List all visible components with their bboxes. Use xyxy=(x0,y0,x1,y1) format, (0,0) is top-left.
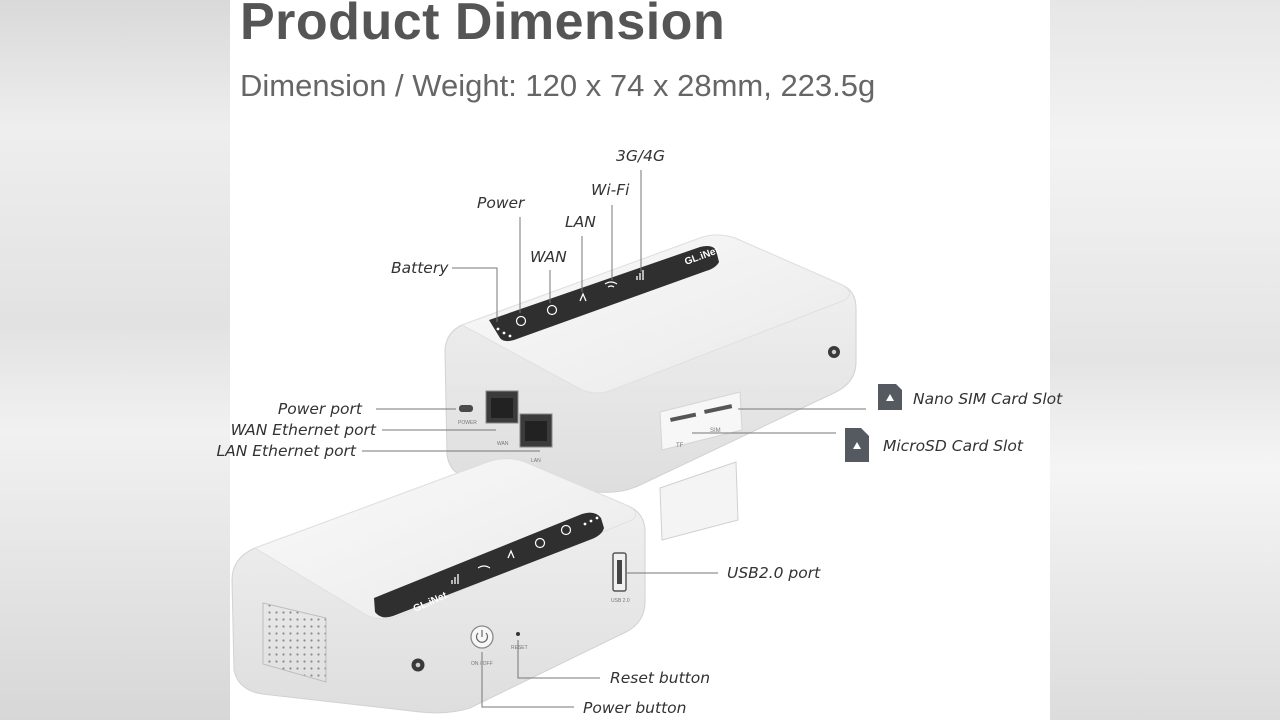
lan-led-icon xyxy=(579,292,587,302)
right-blur-margin xyxy=(1050,0,1280,720)
label-wan: WAN xyxy=(530,248,567,266)
sim-slot-marking: SIM xyxy=(710,428,721,434)
battery-led-dot xyxy=(583,522,587,526)
leader-reset xyxy=(517,640,600,679)
wan-led-icon xyxy=(534,537,546,549)
label-usb-port: USB2.0 port xyxy=(727,564,821,582)
vent-grille xyxy=(262,602,327,683)
leader-battery xyxy=(452,267,498,322)
usb-port-marking: USB 2.0 xyxy=(611,598,630,604)
router-top-face xyxy=(460,234,850,394)
wifi-led-icon xyxy=(604,281,618,288)
reset-button-icon xyxy=(516,632,520,636)
power-symbol xyxy=(475,630,489,643)
power-led-icon xyxy=(560,524,572,536)
router-bottom-face xyxy=(253,458,637,620)
label-power-port: Power port xyxy=(278,400,363,418)
nano-sim-card-icon xyxy=(878,384,902,410)
led-panel xyxy=(374,512,604,618)
label-nano-sim-card-slot: Nano SIM Card Slot xyxy=(913,390,1063,408)
label-microsd-card-slot: MicroSD Card Slot xyxy=(883,437,1024,455)
label-power-button: Power button xyxy=(583,699,686,717)
tf-slot-marking: TF xyxy=(676,443,684,449)
battery-led-dot xyxy=(508,334,512,338)
router-top-view: GL.iNet POWER WAN LAN TF SIM xyxy=(444,234,857,541)
dimension-weight-subtitle: Dimension / Weight: 120 x 74 x 28mm, 223… xyxy=(240,68,876,103)
led-panel xyxy=(489,246,719,342)
power-led-icon xyxy=(515,315,527,327)
label-lan-ethernet-port: LAN Ethernet port xyxy=(217,442,357,460)
label-3g4g: 3G/4G xyxy=(616,147,665,165)
wan-led-icon xyxy=(546,304,558,316)
wan-port-inner xyxy=(491,398,513,418)
tf-slot-icon xyxy=(669,412,697,422)
wan-port-marking: WAN xyxy=(497,441,509,447)
label-reset-button: Reset button xyxy=(610,669,710,687)
label-lan: LAN xyxy=(565,213,596,231)
sim-slot-icon xyxy=(704,404,733,414)
label-wan-ethernet-port: WAN Ethernet port xyxy=(231,421,377,439)
page-title: Product Dimension xyxy=(240,0,726,51)
leader-power-button xyxy=(481,652,574,708)
lan-port-inner xyxy=(525,421,547,441)
wifi-led-icon xyxy=(477,565,491,569)
label-power: Power xyxy=(477,194,526,212)
left-blur-margin xyxy=(0,0,230,720)
power-port-marking: POWER xyxy=(458,420,477,426)
cellular-led-icon xyxy=(636,270,644,280)
label-wifi: Wi-Fi xyxy=(591,181,630,199)
usb-port-inner xyxy=(617,560,622,584)
slot-cover-flap xyxy=(659,461,739,541)
battery-led-dot xyxy=(496,327,500,331)
microsd-card-icon xyxy=(845,428,869,462)
reset-marking: RESET xyxy=(511,645,528,651)
battery-led-dot xyxy=(595,516,599,520)
power-port-icon xyxy=(459,405,473,412)
router-bottom-view: GL.iNet USB 2.0 ON / OFF RESET xyxy=(231,458,646,714)
lan-port-marking: LAN xyxy=(531,458,541,464)
battery-led-dot xyxy=(589,519,593,523)
screw-hole-center xyxy=(831,349,837,355)
cellular-led-icon xyxy=(451,574,459,584)
battery-led-dot xyxy=(502,331,506,335)
screw-hole-center xyxy=(415,662,421,668)
callout-labels: 3G/4G Wi-Fi Power LAN WAN Battery Power … xyxy=(217,147,1064,717)
label-battery: Battery xyxy=(391,259,449,277)
lan-led-icon xyxy=(507,549,515,559)
leader-lines xyxy=(362,170,866,708)
